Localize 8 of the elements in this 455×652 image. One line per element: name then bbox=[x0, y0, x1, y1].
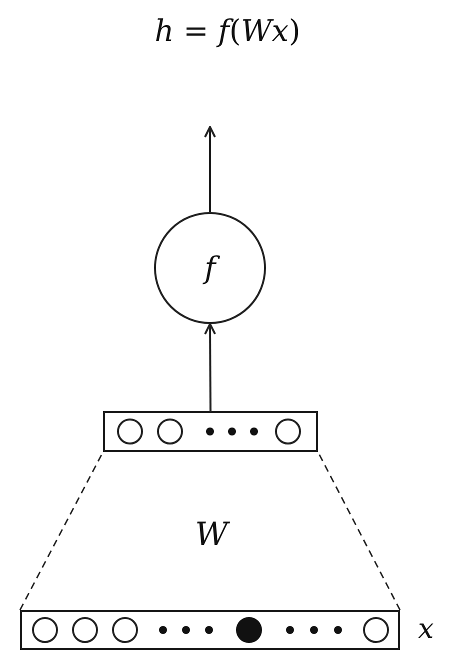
function-node bbox=[154, 212, 266, 324]
arrow bbox=[204, 126, 216, 212]
dashed-line bbox=[19, 452, 104, 610]
weight-label: W bbox=[195, 515, 228, 553]
arrow bbox=[204, 323, 216, 411]
dashed-line bbox=[317, 452, 401, 610]
input-label: x bbox=[418, 612, 434, 645]
formula-title: h = f(Wx) bbox=[154, 14, 302, 49]
